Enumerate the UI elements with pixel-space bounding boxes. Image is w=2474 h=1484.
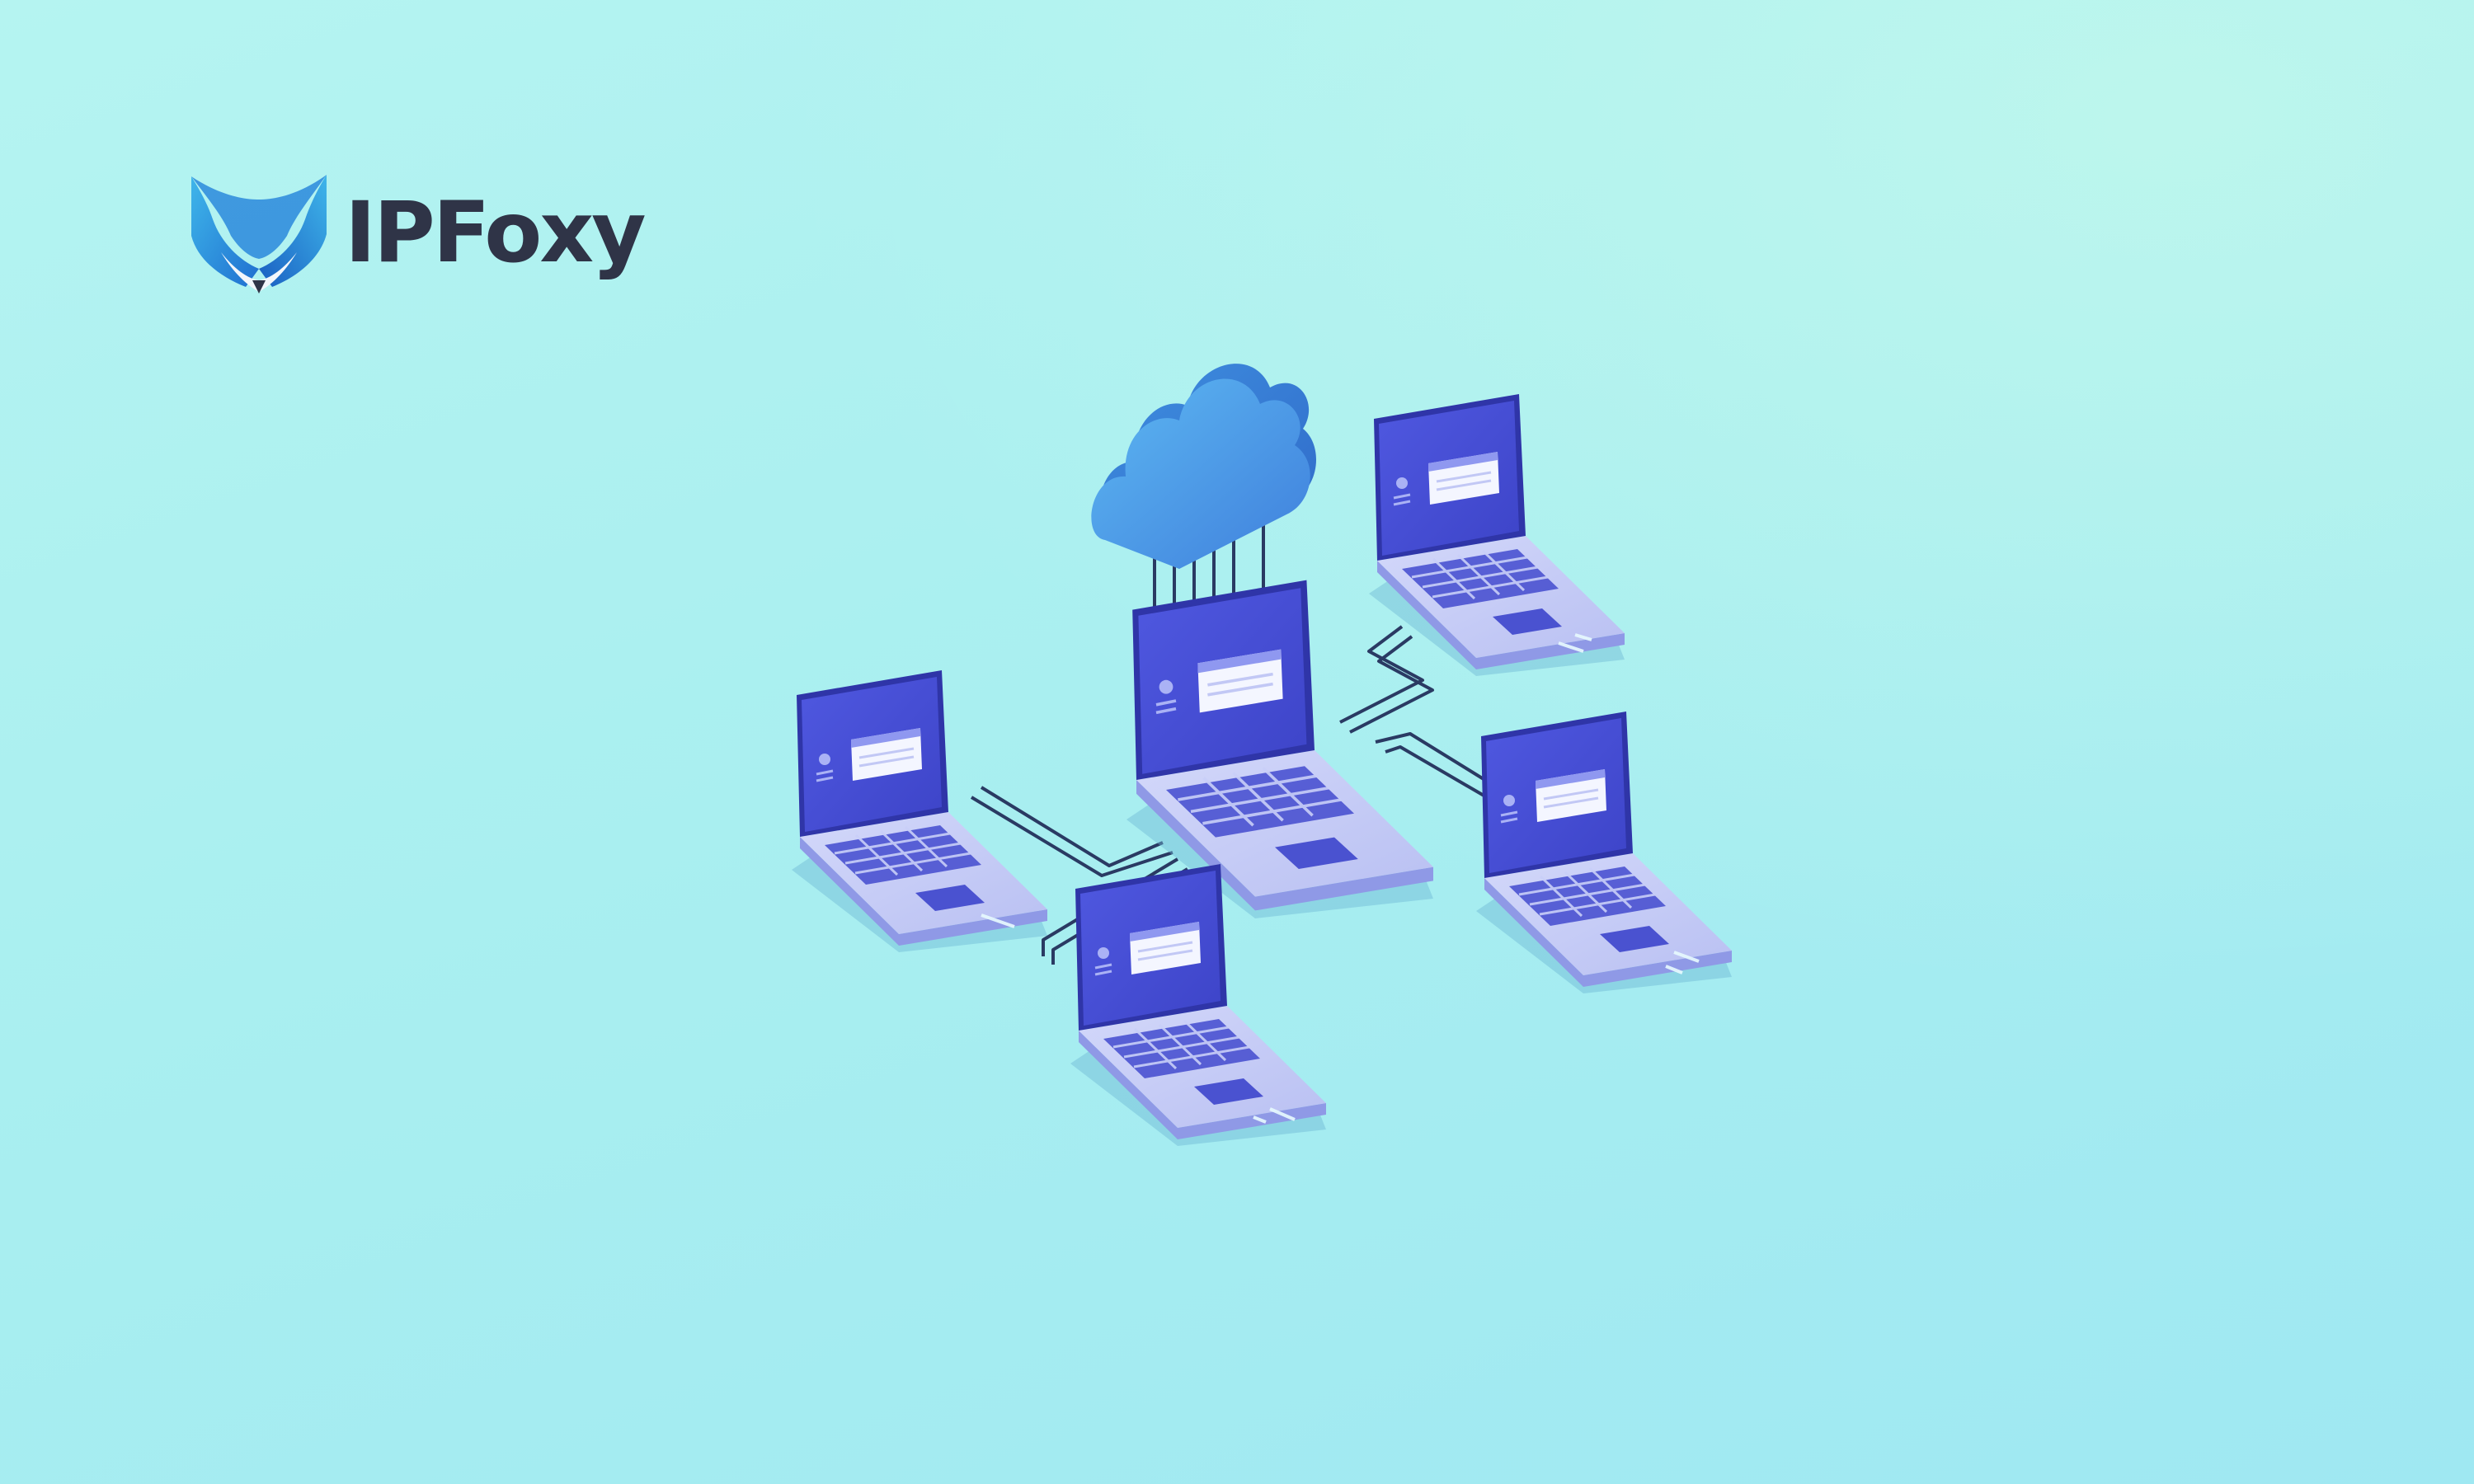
laptop-icon	[1475, 710, 1733, 995]
laptop-icon	[790, 669, 1049, 954]
brand-logo: IPFoxy	[188, 171, 647, 295]
brand-name: IPFoxy	[345, 184, 647, 282]
laptop-icon	[1367, 392, 1626, 678]
cloud-icon	[1091, 364, 1317, 569]
fox-head-icon	[191, 175, 327, 294]
laptop-icon	[1125, 578, 1435, 920]
